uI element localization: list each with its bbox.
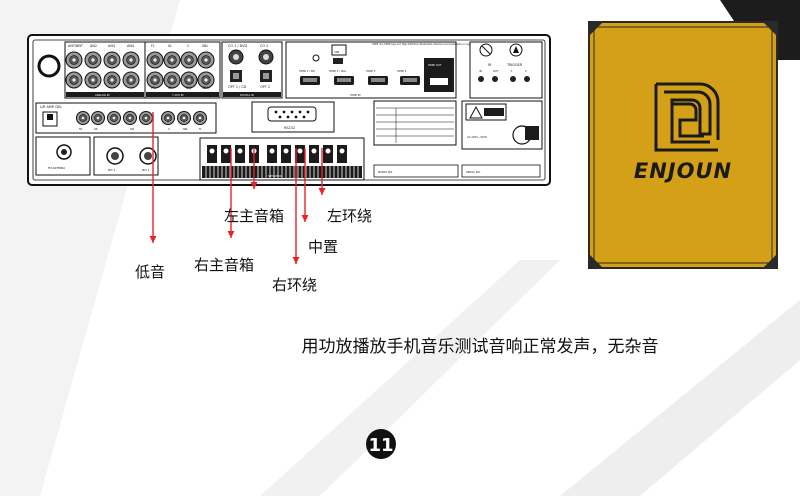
preout-lbl-fr: FR bbox=[79, 127, 82, 131]
ch-label-sl: SL bbox=[168, 44, 172, 48]
fm-antenna-label: FM ANTENNA bbox=[48, 166, 65, 170]
ch-label-fr: FR bbox=[151, 86, 156, 90]
serial-no-label: SERIAL NO. bbox=[466, 170, 481, 174]
power-rating-label: AC 220V~50Hz bbox=[467, 135, 488, 139]
preout-lbl-sbl: SBL bbox=[183, 127, 188, 131]
usb-label: USB bbox=[334, 50, 340, 54]
optical-2-label: OPT 2 bbox=[260, 85, 270, 89]
pre-out-label: L/R AMP. DEL bbox=[40, 105, 62, 109]
caption-text: 用功放播放手机音乐测试音响正常发声，无杂音 bbox=[302, 337, 659, 357]
preout-lbl-sw: SW bbox=[130, 127, 135, 131]
hdmi-section-label: HDMI IN bbox=[350, 93, 361, 97]
step-number: 11 bbox=[368, 435, 393, 456]
power-knob-icon bbox=[37, 54, 61, 78]
speaker-terminal-8 bbox=[323, 145, 333, 163]
enjoun-logo-plate: ENJOUN bbox=[588, 21, 778, 269]
optical-1-label: OPT 1 / CD bbox=[228, 85, 247, 89]
ir-label: IR bbox=[488, 63, 492, 67]
mic-1-label: MIC 1 bbox=[108, 168, 116, 172]
speaker-terminal-4 bbox=[267, 145, 277, 163]
analog-label-1: ANT/BNT bbox=[68, 44, 84, 48]
ch-label-sr: SR bbox=[168, 86, 173, 90]
callout-subwoofer: 低音 bbox=[135, 263, 165, 281]
callout-left-main: 左主音箱 bbox=[224, 207, 284, 225]
callout-right-main: 右主音箱 bbox=[194, 256, 254, 274]
callout-left-surround: 左环绕 bbox=[327, 207, 372, 225]
speaker-terminal-9 bbox=[337, 145, 347, 163]
callout-center: 中置 bbox=[308, 238, 338, 256]
preout-lbl-fl: FL bbox=[199, 127, 202, 131]
usb-icon bbox=[331, 44, 347, 56]
trigger-1-label: 1 bbox=[511, 69, 513, 73]
callout-lines bbox=[149, 112, 326, 264]
ir-out-label: OUT bbox=[493, 69, 499, 73]
analog-section-label: ANALOG IN bbox=[95, 93, 109, 97]
amplifier-rear-panel: ANT/BNT AN2 AN3 AN4 ANALOG IN FL SL C SB… bbox=[27, 34, 551, 186]
trigger-2-label: 2 bbox=[525, 69, 527, 73]
speaker-terminal-2 bbox=[235, 145, 245, 163]
coax-2-label: CO 2 bbox=[260, 44, 268, 48]
ch-label-sbr: SBR bbox=[202, 86, 209, 90]
speaker-terminal-1 bbox=[221, 145, 231, 163]
trigger-label: TRIGGER bbox=[506, 63, 523, 67]
ir-in-label: IN bbox=[479, 69, 482, 73]
ch71-section-label: 7.1CH IN bbox=[172, 93, 183, 97]
step-number-badge bbox=[366, 429, 396, 459]
ch-label-fl: FL bbox=[151, 44, 155, 48]
digital-section-label: DIGITAL IN bbox=[240, 93, 254, 97]
speaker-terminal-5 bbox=[281, 145, 291, 163]
speaker-terminal-0 bbox=[207, 145, 217, 163]
preout-lbl-sr: SR bbox=[94, 127, 98, 131]
rs232-label: RS232 bbox=[284, 126, 295, 130]
model-no-label: MODEL NO. bbox=[378, 170, 393, 174]
enjoun-brand-text: ENJOUN bbox=[634, 159, 732, 183]
preout-lbl-c: C bbox=[168, 127, 170, 131]
speaker-terminal-6 bbox=[295, 145, 305, 163]
hdmi-4-label: HDMI 4 bbox=[397, 69, 407, 73]
hdmi-2-label: HDMI 2 / RCA bbox=[329, 69, 346, 73]
rs232-port-icon bbox=[267, 106, 317, 122]
analog-label-4: AN4 bbox=[127, 44, 134, 48]
ch-label-sw: SW bbox=[186, 86, 192, 90]
hdmi-out-label: HDMI OUT bbox=[428, 63, 442, 67]
ch-label-sbl: SBL bbox=[202, 44, 208, 48]
speakers-section-label: SPEAKERS bbox=[268, 174, 282, 178]
coax-1-label: CO 1 / DVD bbox=[228, 44, 247, 48]
speaker-terminal-7 bbox=[309, 145, 319, 163]
hdmi-1-label: HDMI 1 / BD bbox=[299, 69, 315, 73]
enjoun-monogram-icon bbox=[654, 82, 720, 152]
caution-triangle-icon bbox=[469, 105, 483, 119]
mic-2-label: MIC 2 bbox=[142, 168, 150, 172]
callout-right-surround: 右环绕 bbox=[272, 276, 317, 294]
hdmi-3-label: HDMI 3 bbox=[366, 69, 376, 73]
analog-label-2: AN2 bbox=[90, 44, 97, 48]
analog-label-3: AN3 bbox=[108, 44, 115, 48]
hdmi-notice: HDMI, the HDMI logo and High-Definition … bbox=[372, 43, 518, 46]
ch-label-c: C bbox=[187, 44, 190, 48]
